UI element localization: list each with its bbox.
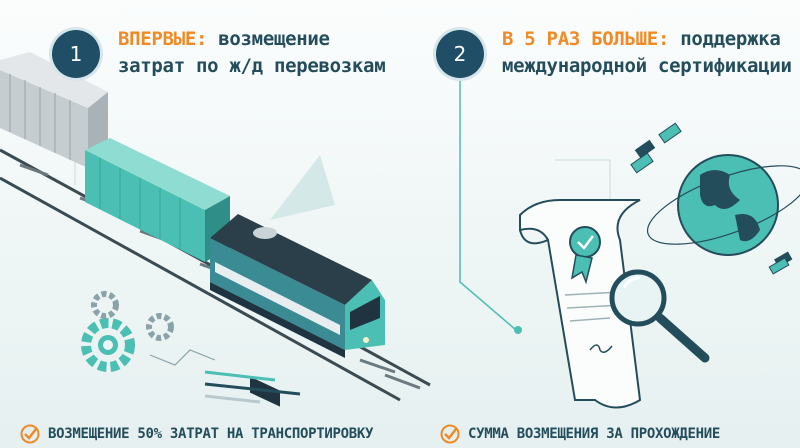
- gears-icon: [81, 291, 174, 372]
- connector-line-right: [555, 159, 611, 200]
- data-lines: [149, 349, 301, 404]
- container-grey: [0, 52, 108, 168]
- step-number: 1: [69, 42, 83, 66]
- satellite-icon: [630, 122, 793, 275]
- magnifier-icon: [609, 269, 710, 363]
- headline-accent: ВПЕРВЫЕ:: [118, 28, 208, 50]
- footer-text: СУММА ВОЗМЕЩЕНИЯ ЗА ПРОХОЖДЕНИЕ: [468, 426, 720, 442]
- certificate-icon: [519, 199, 642, 409]
- globe-icon: [646, 154, 800, 256]
- step-number: 2: [453, 42, 467, 66]
- headline-accent: В 5 РАЗ БОЛЬШЕ:: [502, 28, 670, 50]
- connector-dot: [514, 326, 522, 334]
- headline-text: возмещение: [207, 28, 330, 50]
- footer-text: ВОЗМЕЩЕНИЕ 50% ЗАТРАТ НА ТРАНСПОРТИРОВКУ: [48, 426, 374, 442]
- headline-text-line2: международной сертификации: [502, 55, 792, 77]
- shape-decor: [270, 155, 335, 220]
- connector-line: [459, 80, 517, 331]
- step-badge-1: 1: [52, 30, 100, 78]
- check-icon: [20, 424, 40, 444]
- footer-item-2: СУММА ВОЗМЕЩЕНИЯ ЗА ПРОХОЖДЕНИЕ: [440, 424, 720, 444]
- container-teal: [85, 138, 230, 262]
- headline-text: поддержка: [669, 28, 781, 50]
- train-icon: [210, 214, 385, 407]
- headline-text-line2: затрат по ж/д перевозкам: [118, 55, 386, 77]
- check-icon: [440, 424, 460, 444]
- footer-item-1: ВОЗМЕЩЕНИЕ 50% ЗАТРАТ НА ТРАНСПОРТИРОВКУ: [20, 424, 373, 444]
- headline-2: В 5 РАЗ БОЛЬШЕ: поддержка международной …: [502, 26, 792, 80]
- step-badge-2: 2: [436, 30, 484, 78]
- headline-1: ВПЕРВЫЕ: возмещение затрат по ж/д перево…: [118, 26, 386, 80]
